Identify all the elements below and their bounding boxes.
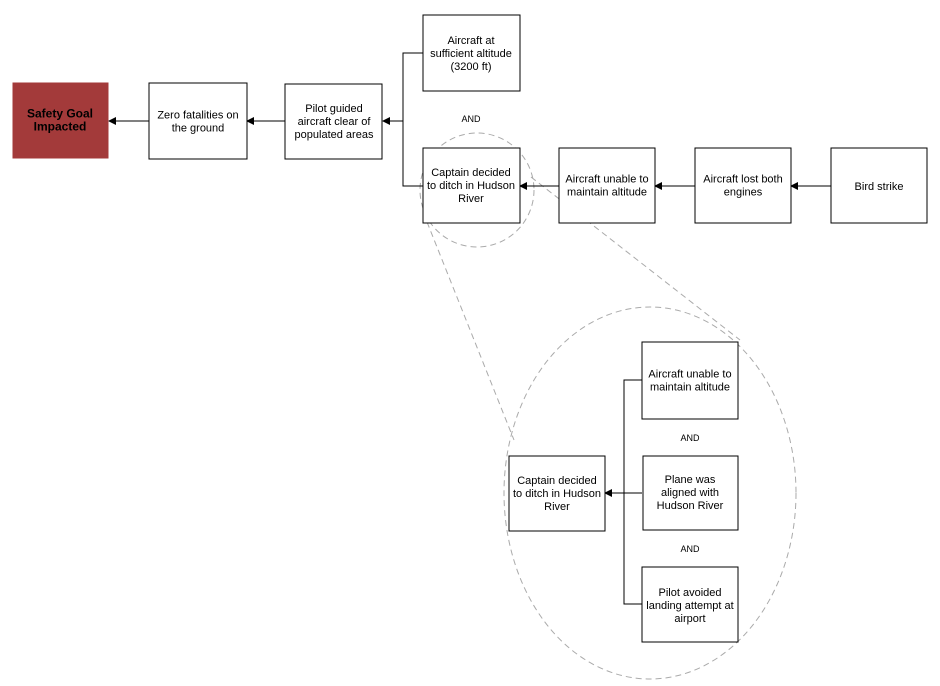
- zoom-aligned-hudson-box[interactable]: [642, 455, 739, 531]
- and-labels: AND AND AND: [461, 114, 700, 554]
- zoom-unable-altitude-box[interactable]: [641, 341, 739, 420]
- sufficient-altitude-box[interactable]: [422, 14, 521, 92]
- and-label-zoom-1: AND: [680, 433, 700, 443]
- label-line: the ground: [172, 123, 225, 135]
- label-line: maintain altitude: [650, 382, 730, 394]
- node-boxes: [12, 14, 928, 643]
- label-line: (3200 ft): [451, 61, 492, 73]
- zoom-avoided-airport-box[interactable]: [641, 566, 739, 643]
- label-line: River: [544, 501, 570, 513]
- label-line: Aircraft unable to: [648, 369, 731, 381]
- label-line: Aircraft unable to: [565, 174, 648, 186]
- label-line: Captain decided: [517, 475, 597, 487]
- and-bracket-zoom: [623, 379, 642, 605]
- and-label-zoom-2: AND: [680, 544, 700, 554]
- label-line: to ditch in Hudson: [427, 180, 515, 192]
- unable-altitude-box[interactable]: [558, 147, 656, 224]
- bird-strike-label: Bird strike: [855, 181, 904, 193]
- and-label-top: AND: [461, 114, 481, 124]
- connectors: [108, 52, 831, 605]
- label-line: aircraft clear of: [298, 116, 372, 128]
- label-line: maintain altitude: [567, 187, 647, 199]
- zoom-target-ellipse: [503, 306, 797, 680]
- label-line: Captain decided: [431, 167, 511, 179]
- zoom-source-circle: [419, 132, 535, 248]
- label-line: Safety Goal: [27, 107, 93, 121]
- pilot-guided-box[interactable]: [284, 83, 383, 160]
- label-line: engines: [724, 187, 763, 199]
- label-line: landing attempt at: [646, 600, 733, 612]
- and-bracket-top: [402, 52, 423, 187]
- label-line: Aircraft at: [447, 35, 494, 47]
- captain-decided-box[interactable]: [422, 147, 521, 224]
- label-line: sufficient altitude: [430, 48, 512, 60]
- label-line: Hudson River: [657, 500, 724, 512]
- label-line: populated areas: [295, 129, 374, 141]
- lost-engines-box[interactable]: [694, 147, 792, 224]
- label-line: aligned with: [661, 487, 719, 499]
- label-line: Pilot guided: [305, 103, 363, 115]
- label-line: Bird strike: [855, 181, 904, 193]
- label-line: Pilot avoided: [659, 587, 722, 599]
- label-line: Impacted: [34, 120, 87, 134]
- label-line: to ditch in Hudson: [513, 488, 601, 500]
- zoom-captain-decided-box[interactable]: [508, 455, 606, 532]
- safety-goal-box[interactable]: [12, 82, 109, 159]
- label-line: Zero fatalities on: [157, 110, 238, 122]
- label-line: Aircraft lost both: [703, 174, 782, 186]
- label-line: Plane was: [665, 474, 716, 486]
- zero-fatalities-box[interactable]: [148, 82, 248, 160]
- bird-strike-box[interactable]: [830, 147, 928, 224]
- zoom-tangent-left: [426, 221, 515, 441]
- label-line: airport: [674, 613, 705, 625]
- label-line: River: [458, 193, 484, 205]
